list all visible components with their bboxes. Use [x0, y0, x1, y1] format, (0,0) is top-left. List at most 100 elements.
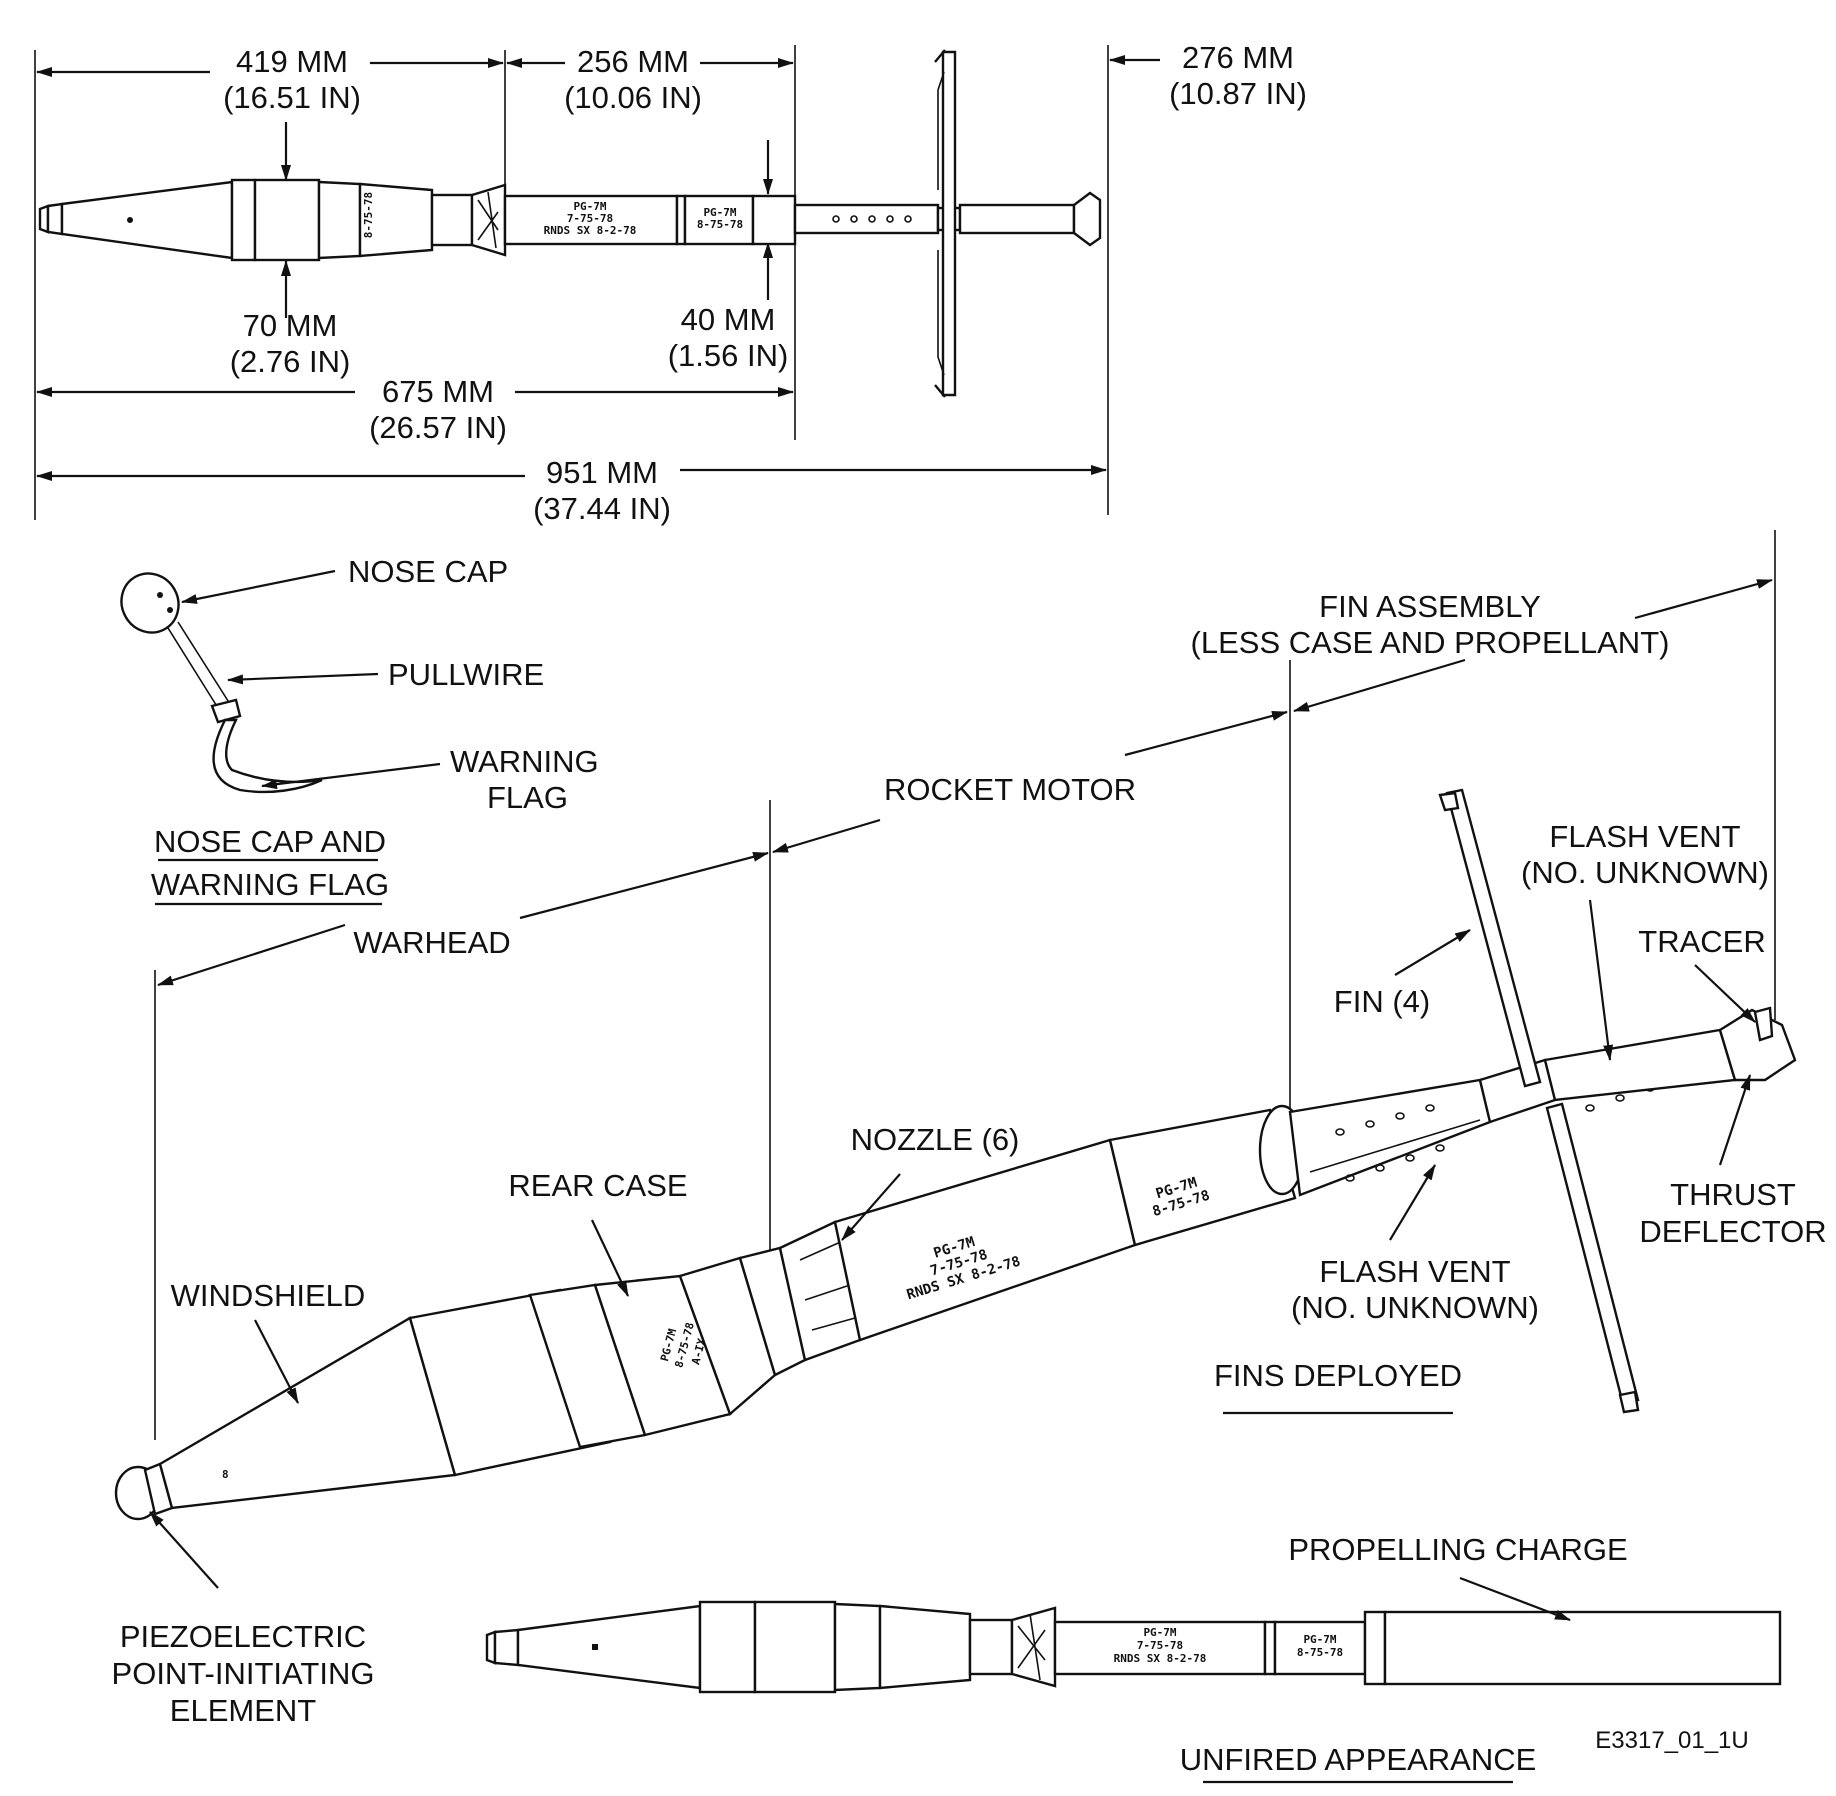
nose-cap-drawing	[120, 572, 180, 634]
dim-total-length-in: (37.44 IN)	[533, 491, 671, 526]
unfired-rear-case	[833, 1602, 882, 1692]
side-fin-tube	[793, 203, 940, 235]
label-unfired-appearance: UNFIRED APPEARANCE	[1180, 1742, 1537, 1777]
label-piezo-1: PIEZOELECTRIC	[120, 1619, 366, 1654]
iso-fin-hub	[1478, 1058, 1557, 1124]
unfired-nose-cap	[493, 1628, 520, 1667]
leader-warning-flag	[261, 762, 441, 790]
unfired-rear-case-taper	[878, 1604, 972, 1690]
label-warning-flag-2: FLAG	[487, 780, 568, 815]
side-fins-vertical	[941, 50, 957, 397]
dim-round-length-in: (26.57 IN)	[369, 410, 507, 445]
label-fin-assembly-1: FIN ASSEMBLY	[1319, 589, 1541, 624]
unfired-motor-band	[1263, 1620, 1277, 1676]
unfired-motor-marking-3: RNDS SX 8-2-78	[1114, 1652, 1207, 1665]
dim-motor-diameter-mm: 40 MM	[681, 302, 776, 337]
side-nozzle-line	[487, 191, 497, 249]
side-fin-tips	[934, 49, 946, 398]
side-rocket-base	[430, 193, 474, 247]
dim-arrow-fin-right	[1634, 578, 1773, 620]
unfired-warhead-body	[753, 1600, 837, 1694]
label-nose-cap: NOSE CAP	[348, 554, 508, 589]
fins-deployed-view: WARHEAD ROCKET MOTOR FIN ASSEMBLY (LESS …	[112, 530, 1827, 1728]
dim-warhead-length-mm: 419 MM	[236, 44, 348, 79]
leader-windshield	[254, 1319, 299, 1404]
side-nozzle-line	[477, 211, 499, 241]
nose-cap-inset: NOSE CAP PULLWIRE WARNING FLAG NOSE CAP …	[120, 554, 599, 906]
iso-fin-tube	[1288, 1078, 1492, 1197]
side-motor-band	[675, 194, 687, 246]
leader-thrust-deflector	[1718, 1074, 1752, 1166]
label-rocket-motor: ROCKET MOTOR	[884, 772, 1136, 807]
label-warning-flag-1: WARNING	[450, 744, 599, 779]
iso-windshield	[158, 1316, 457, 1510]
unfired-motor-rear	[1273, 1620, 1367, 1676]
side-fin-tube-rear	[958, 203, 1076, 235]
unfired-charge-cap	[1363, 1610, 1387, 1686]
side-warhead-front	[230, 178, 257, 262]
warning-flag-drawing	[212, 718, 323, 794]
unfired-warhead-front	[698, 1600, 757, 1694]
label-pullwire: PULLWIRE	[388, 657, 544, 692]
unfired-view: 8-75-78 PG-7M 7-75-78 RNDS SX 8-2-78 PG-…	[485, 1532, 1782, 1784]
nose-cap-hole	[167, 607, 173, 613]
label-piezo-2: POINT-INITIATING	[112, 1656, 375, 1691]
inset-title-1: NOSE CAP AND	[154, 824, 386, 859]
label-rear-case: REAR CASE	[508, 1168, 687, 1203]
dimensioned-side-view: 419 MM (16.51 IN) 256 MM (10.06 IN) 276 …	[34, 40, 1307, 526]
label-fins-deployed: FINS DEPLOYED	[1214, 1358, 1462, 1393]
label-piezo-3: ELEMENT	[170, 1693, 316, 1728]
label-fin-assembly-2: (LESS CASE AND PROPELLANT)	[1191, 625, 1670, 660]
iso-fin-tube-rear	[1543, 1028, 1737, 1102]
unfired-motor-marking-2: 7-75-78	[1137, 1639, 1183, 1652]
dim-arrow-motor-right	[1124, 710, 1288, 757]
side-windshield	[60, 180, 234, 260]
leader-flash-vent-bottom	[1389, 1164, 1436, 1241]
dim-total-length-mm: 951 MM	[546, 455, 658, 490]
dim-warhead-diameter-mm: 70 MM	[243, 308, 338, 343]
side-windshield-dot	[127, 217, 133, 223]
dim-fin-length-in: (10.87 IN)	[1169, 76, 1307, 111]
leader-rear-case	[591, 1219, 629, 1297]
side-rear-case	[317, 180, 362, 260]
inset-title-2: WARNING FLAG	[151, 867, 389, 902]
dim-warhead-diameter-in: (2.76 IN)	[230, 344, 351, 379]
side-rear-case-marking: 8-75-78	[362, 192, 375, 238]
leader-propelling-charge	[1459, 1576, 1571, 1622]
iso-fin-upper-tip	[1438, 791, 1460, 812]
dim-arrow-warhead-left	[157, 923, 346, 987]
iso-windshield-mark: 8	[222, 1468, 229, 1481]
side-motor-rear-marking-1: PG-7M	[703, 206, 736, 219]
label-thrust-deflector-1: THRUST	[1670, 1177, 1796, 1212]
iso-fin-lower-tip	[1618, 1390, 1640, 1414]
iso-motor-rear	[1108, 1108, 1297, 1247]
dim-arrow-motor-left	[772, 818, 881, 854]
iso-rocket: 8 PG-7M 8-75-78 A-IX-1 PG-7M 7-75-78 RND…	[114, 788, 1797, 1521]
leader-nose-cap	[181, 569, 336, 604]
side-motor-body	[503, 194, 679, 246]
unfired-rocket-base	[968, 1618, 1014, 1676]
iso-fin-tube-slot	[1309, 1119, 1481, 1173]
label-nozzle: NOZZLE (6)	[851, 1122, 1020, 1157]
dim-round-length-mm: 675 MM	[382, 374, 494, 409]
iso-fin-lower	[1545, 1102, 1640, 1406]
side-nozzle-line	[477, 199, 499, 231]
dim-motor-length-mm: 256 MM	[577, 44, 689, 79]
leader-tracer	[1694, 964, 1756, 1023]
label-warhead: WARHEAD	[353, 925, 510, 960]
iso-nozzles	[799, 1239, 856, 1331]
leader-pullwire	[227, 672, 379, 685]
label-flash-vent-top-2: (NO. UNKNOWN)	[1521, 855, 1769, 890]
figure-id: E3317_01_1U	[1595, 1727, 1748, 1754]
label-flash-vent-top-1: FLASH VENT	[1549, 819, 1740, 854]
unfired-windshield-dot	[592, 1644, 598, 1650]
unfired-motor-rear-marking-2: 8-75-78	[1297, 1646, 1343, 1659]
side-motor-rear-marking-2: 8-75-78	[697, 218, 743, 231]
side-rear-case-taper	[358, 182, 434, 258]
label-windshield: WINDSHIELD	[171, 1278, 366, 1313]
label-propelling-charge: PROPELLING CHARGE	[1288, 1532, 1627, 1567]
dim-motor-diameter-in: (1.56 IN)	[668, 338, 789, 373]
leader-nozzle	[841, 1173, 901, 1241]
iso-motor-body	[833, 1138, 1137, 1342]
